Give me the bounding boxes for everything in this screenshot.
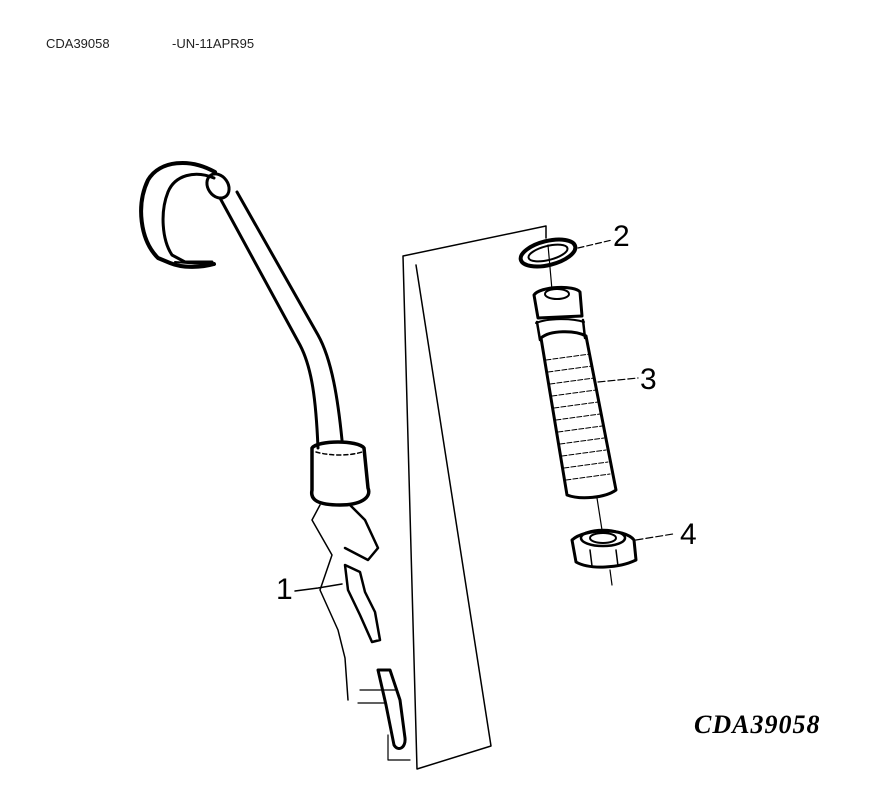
- figure-id-label: CDA39058: [694, 710, 821, 739]
- assembly-bracket: [402, 225, 547, 770]
- callout-3: 3: [640, 363, 657, 396]
- callout-2: 2: [613, 220, 630, 253]
- callout-4: 4: [680, 518, 697, 551]
- header-code: CDA39058: [46, 36, 110, 51]
- hex-nut-drawing: [570, 528, 674, 586]
- washer-drawing: [518, 237, 613, 291]
- dipstick-tube-drawing: [139, 161, 411, 761]
- callout-1: 1: [276, 573, 293, 606]
- threaded-fitting-drawing: [532, 286, 639, 531]
- header-stamp: -UN-11APR95: [172, 36, 255, 51]
